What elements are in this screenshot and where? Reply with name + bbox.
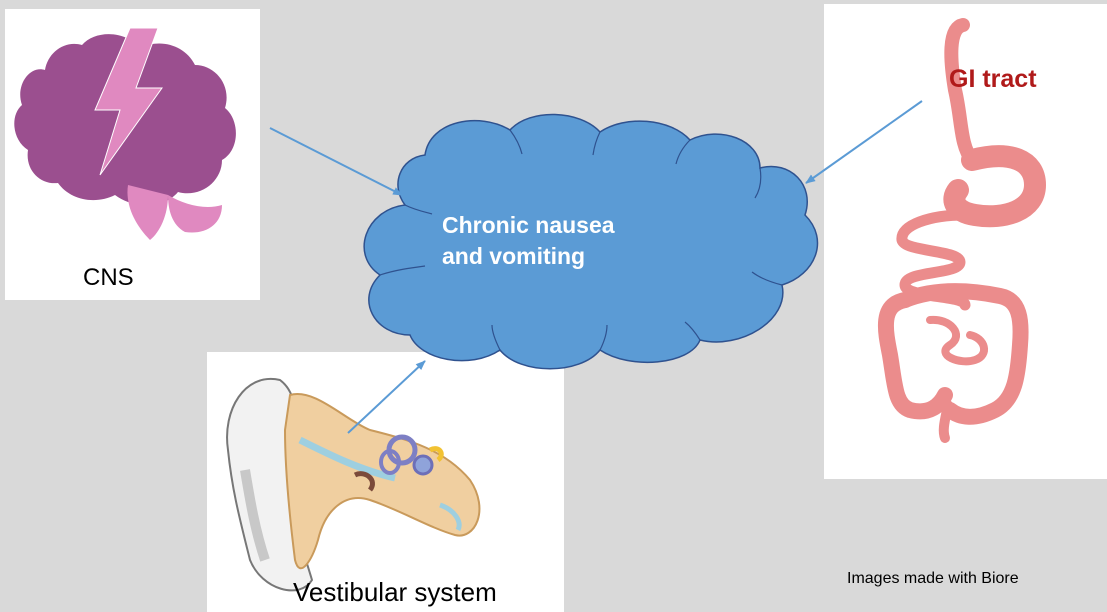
cns-label: CNS (83, 264, 134, 292)
vestibular-system-label: Vestibular system (293, 577, 497, 608)
vestibular-to-cloud-arrow (348, 361, 425, 433)
gi-to-cloud-arrow (806, 101, 922, 183)
cloud-label: Chronic nausea and vomiting (442, 210, 615, 272)
brain-icon (14, 28, 236, 240)
cns-to-cloud-arrow (270, 128, 402, 195)
inner-ear-anatomy-icon (227, 379, 479, 590)
cloud-label-line1: Chronic nausea (442, 210, 615, 241)
image-credit-text: Images made with Biore (847, 570, 1019, 588)
cloud-label-line2: and vomiting (442, 241, 615, 272)
gi-tract-label: GI tract (949, 65, 1037, 94)
